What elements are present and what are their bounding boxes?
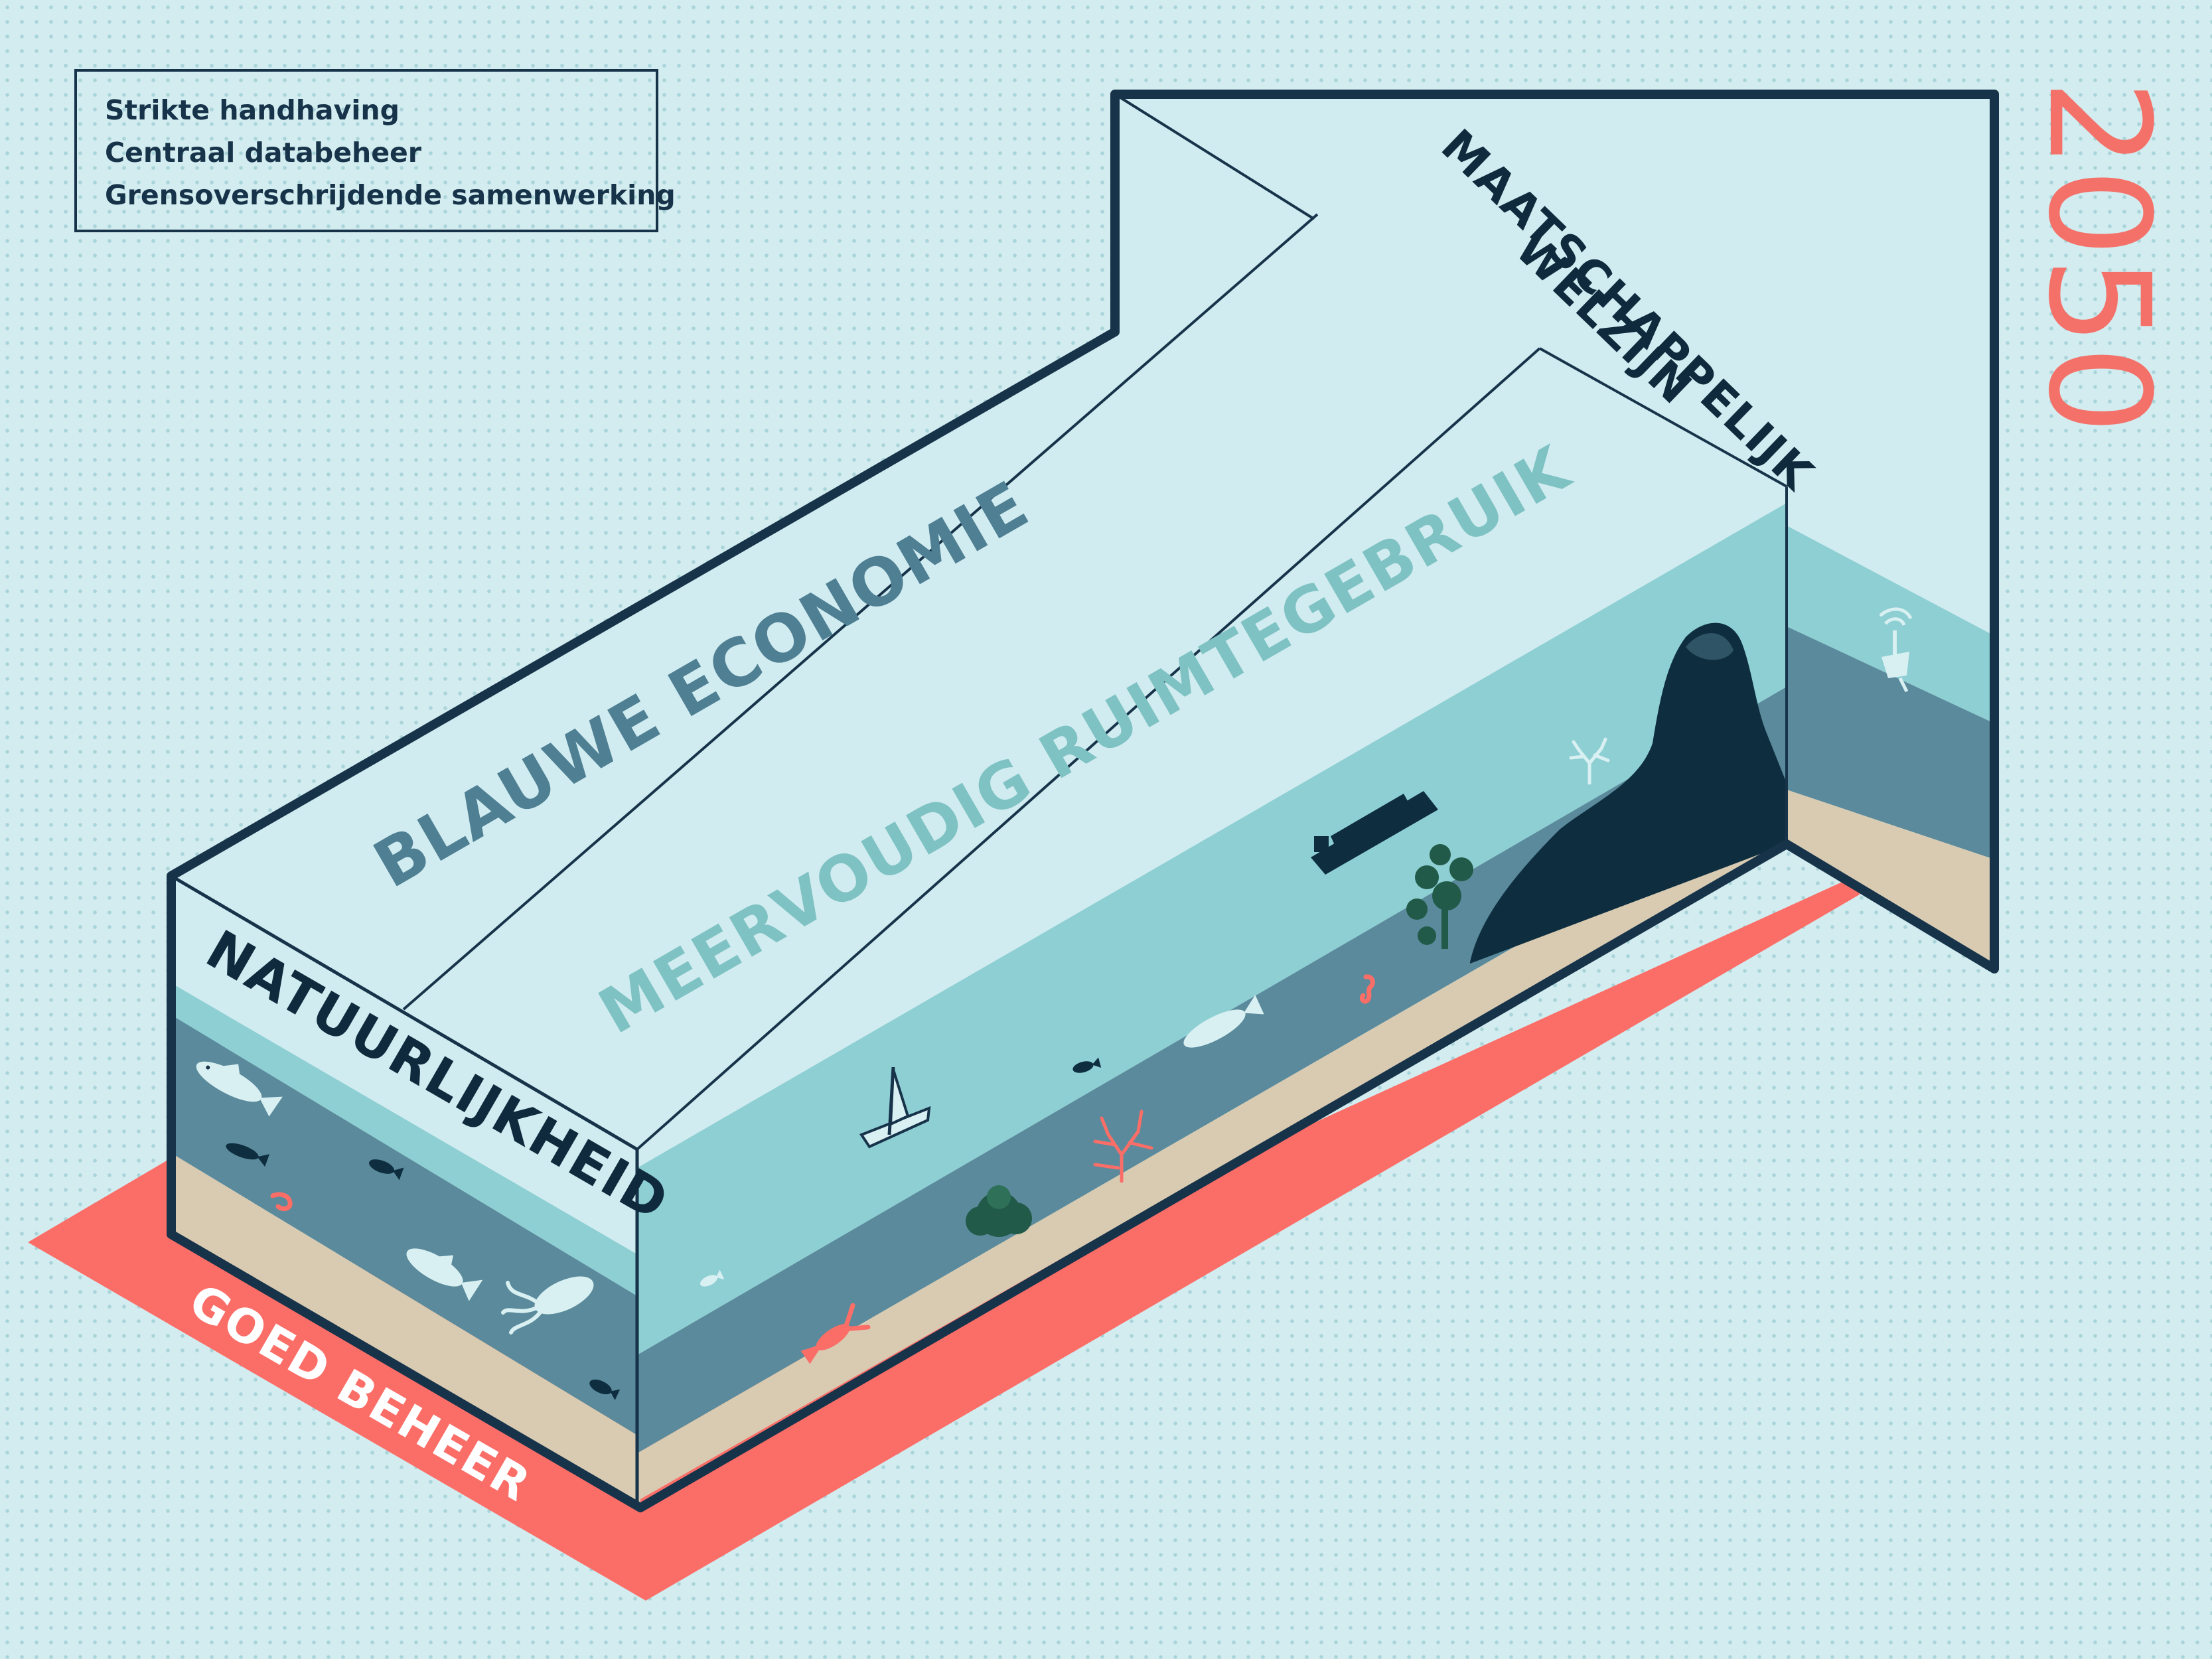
fish-icon [589, 1379, 621, 1400]
divider-line-4 [1539, 347, 1787, 488]
side-face-deep-water [637, 687, 1787, 1453]
salmon-icon [196, 1061, 283, 1117]
front-face-sand [171, 1153, 640, 1508]
fish-icon [226, 1143, 270, 1167]
legend-item-strikte-handhaving: Strikte handhaving [105, 94, 400, 126]
coral-icon [966, 1185, 1032, 1237]
legend-box: Strikte handhaving Centraal databeheer G… [74, 69, 676, 232]
squid-icon [501, 1276, 594, 1334]
divider-line-3 [636, 347, 1541, 1151]
arrowhead-face-deep-water [1787, 626, 1994, 859]
tuna-icon [406, 1248, 483, 1301]
divider-line-7 [170, 874, 638, 1151]
lobster-icon [800, 1303, 871, 1364]
shrimp-icon [270, 1192, 293, 1211]
coral-icon [1569, 737, 1610, 785]
coral-icon [1093, 1110, 1153, 1183]
front-face-above-water [172, 876, 637, 1254]
seaweed-icon [1406, 844, 1473, 949]
legend-item-centraal-databeheer: Centraal databeheer [105, 137, 422, 169]
seahorse-icon [1359, 974, 1375, 1004]
divider-line-2 [1114, 93, 1315, 220]
fish-icon [700, 1269, 725, 1287]
divider-line-1 [402, 213, 1319, 1011]
rock-highlight [1686, 633, 1733, 660]
fish-icon [368, 1159, 404, 1181]
outline [167, 90, 1999, 1512]
sailboat-icon [859, 1066, 931, 1149]
fish-icon [1072, 1057, 1102, 1073]
buoy-icon [1879, 607, 1913, 693]
arrowhead-face-sand [1787, 790, 1994, 969]
year-label: 2050 [2018, 80, 2180, 434]
front-face-upper-water [171, 983, 640, 1298]
side-face-above-water [637, 486, 1787, 1168]
arrowhead-face-above [1787, 486, 1994, 636]
top-face [171, 94, 1994, 1149]
arrowhead-face-upper-water [1787, 526, 1994, 723]
front-face-deep-water [171, 1015, 640, 1437]
fish-icon [1183, 995, 1264, 1048]
legend-item-grensoverschrijdende-samenwerking: Grensoverschrijdende samenwerking [105, 179, 676, 211]
rock-reef-icon [1470, 622, 1787, 964]
side-face-upper-water [637, 503, 1787, 1355]
side-face-sand [637, 790, 1787, 1501]
container-ship-icon [1311, 791, 1438, 875]
